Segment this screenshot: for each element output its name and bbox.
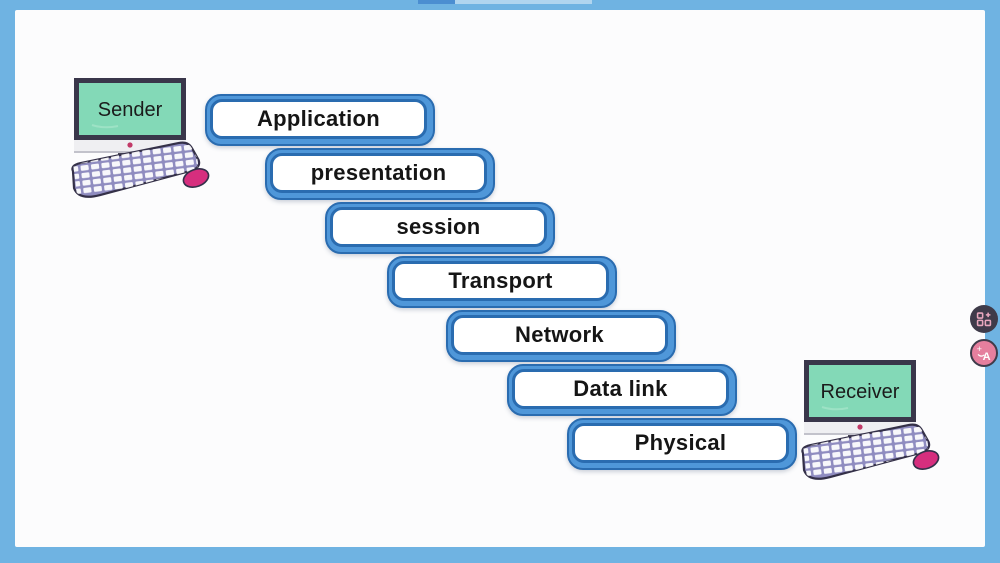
top-progress-segment-dark	[418, 0, 455, 4]
layer-box-datalink[interactable]: Data link	[507, 364, 737, 416]
layer-label: presentation	[270, 153, 487, 193]
layer-box-presentation[interactable]: presentation	[265, 148, 495, 200]
sender-computer[interactable]: Sender	[60, 76, 210, 204]
mouse-icon	[182, 168, 210, 188]
layer-box-network[interactable]: Network	[446, 310, 676, 362]
layer-label: Physical	[572, 423, 789, 463]
layer-label: session	[330, 207, 547, 247]
layer-box-transport[interactable]: Transport	[387, 256, 617, 308]
layer-label: Transport	[392, 261, 609, 301]
layer-box-physical[interactable]: Physical	[567, 418, 797, 470]
screen-label: Receiver	[821, 381, 900, 403]
camera-dot-icon	[127, 142, 133, 148]
layer-box-application[interactable]: Application	[205, 94, 435, 146]
mouse-icon	[912, 450, 940, 470]
screen-label: Sender	[98, 99, 163, 121]
grid-add-glyph	[976, 312, 992, 327]
layer-box-session[interactable]: session	[325, 202, 555, 254]
receiver-computer[interactable]: Receiver	[790, 358, 940, 486]
monitor-icon: Sender	[74, 78, 186, 171]
layer-label: Application	[210, 99, 427, 139]
layer-label: Network	[451, 315, 668, 355]
grid-add-icon[interactable]	[970, 305, 998, 333]
translate-glyph: + A	[977, 344, 991, 363]
camera-dot-icon	[857, 424, 863, 430]
translate-icon[interactable]: + A	[970, 339, 998, 367]
svg-text:+: +	[977, 344, 982, 354]
layer-label: Data link	[512, 369, 729, 409]
top-progress-segment-light	[455, 0, 592, 4]
svg-text:A: A	[983, 351, 991, 363]
